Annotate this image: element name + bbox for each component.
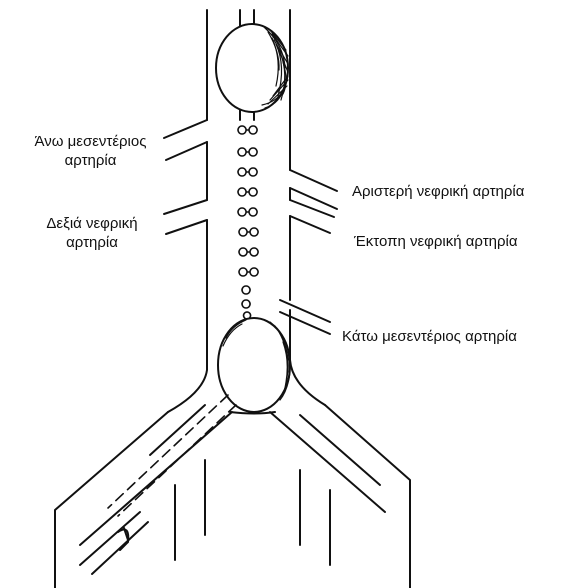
bead <box>238 126 257 134</box>
catheter-dashed <box>108 395 236 516</box>
bead <box>242 286 250 294</box>
bead-chain <box>238 126 258 319</box>
bead <box>242 300 250 308</box>
bead <box>238 208 257 216</box>
catheter-entry <box>80 512 148 574</box>
superior-mesenteric-label-line2: αρτηρία <box>8 151 173 170</box>
bead <box>238 168 257 176</box>
inferior-mesenteric-label: Κάτω μεσεντέριος αρτηρία <box>342 327 517 346</box>
internal-iliac-arteries <box>175 460 330 565</box>
superior-mesenteric-label-line1: Άνω μεσεντέριος <box>8 132 173 151</box>
upper-balloon <box>216 24 288 112</box>
left-iliac-artery <box>55 405 205 588</box>
bead <box>239 268 258 276</box>
bead <box>238 188 257 196</box>
right-renal-label: Δεξιά νεφρική αρτηρία <box>22 214 162 252</box>
left-renal-label: Αριστερή νεφρική αρτηρία <box>352 182 524 201</box>
right-iliac-artery <box>300 405 410 588</box>
superior-mesenteric-label: Άνω μεσεντέριος αρτηρία <box>8 132 173 170</box>
ectopic-renal-label: Έκτοπη νεφρική αρτηρία <box>354 232 518 251</box>
right-renal-label-line2: αρτηρία <box>22 233 162 252</box>
bead <box>238 148 257 156</box>
bead <box>239 248 258 256</box>
right-renal-artery <box>164 200 207 234</box>
inferior-mesenteric-artery <box>280 300 330 334</box>
bead <box>239 228 258 236</box>
right-renal-label-line1: Δεξιά νεφρική <box>22 214 162 233</box>
lower-balloon <box>218 318 290 412</box>
